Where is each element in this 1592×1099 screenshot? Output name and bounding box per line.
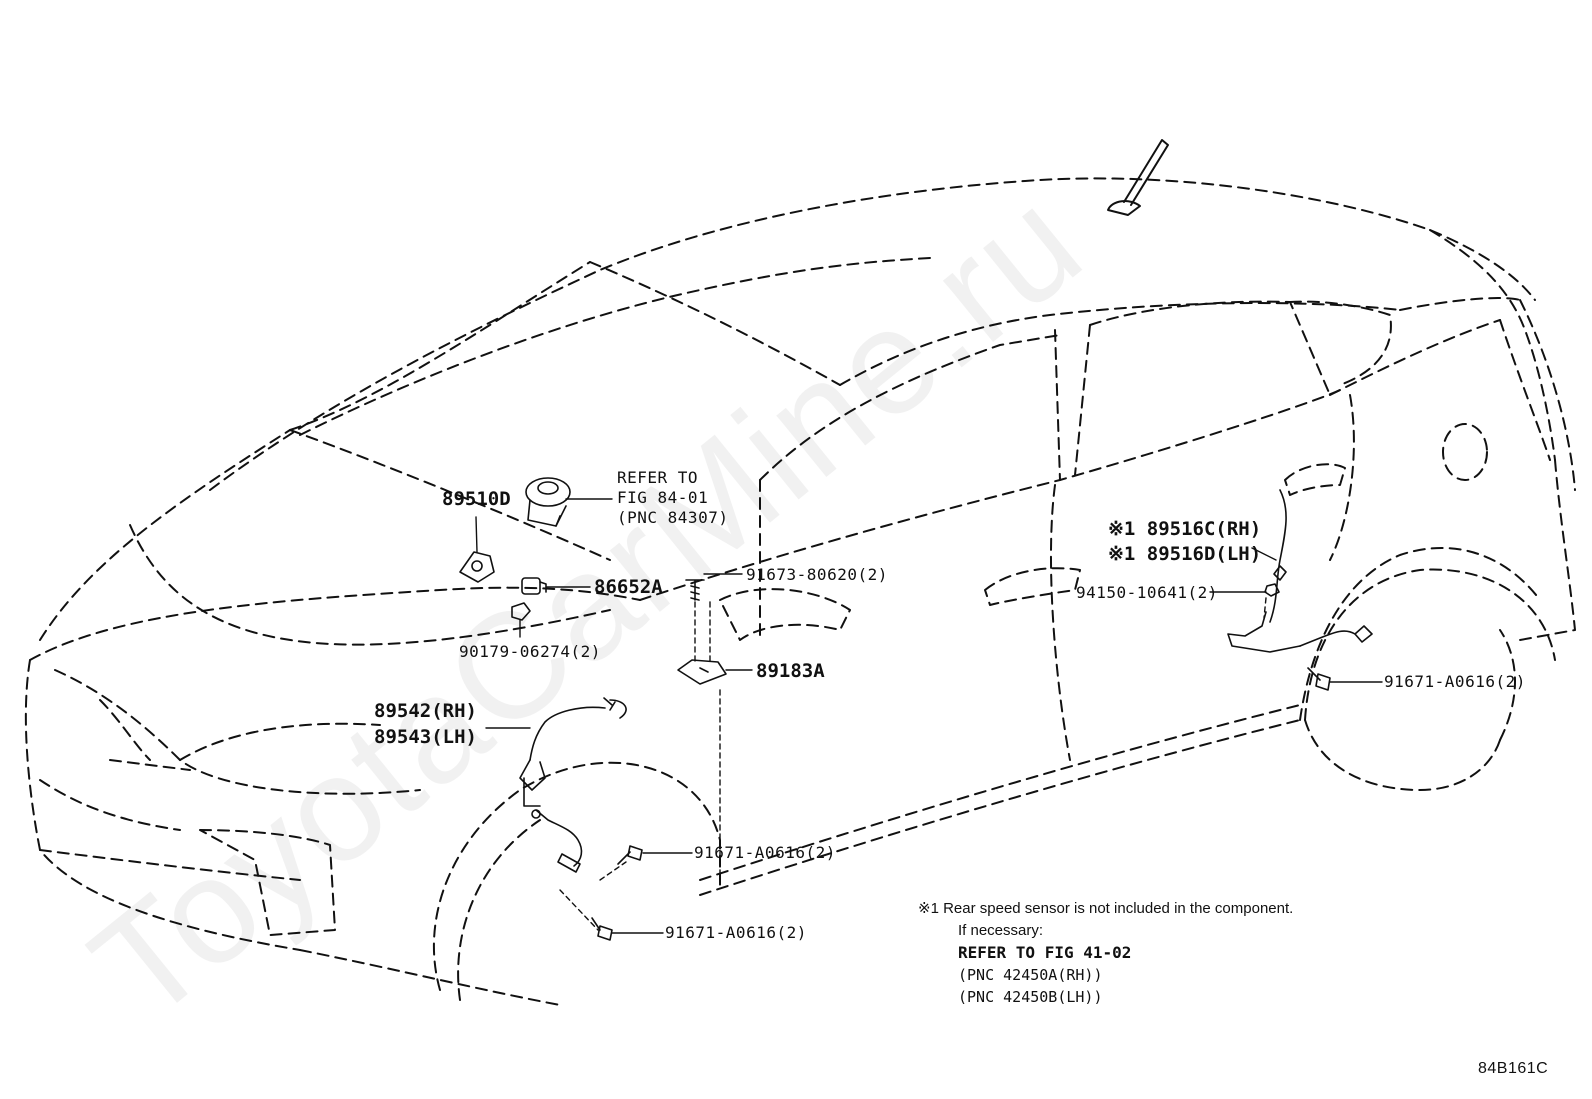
parts-line-art — [459, 477, 1373, 941]
bolt-91673 — [685, 579, 705, 601]
figure-code: 84B161C — [1478, 1060, 1549, 1077]
footnote-marker: ※1 — [918, 900, 939, 917]
footnote-line-2: If necessary: — [958, 922, 1044, 939]
label-89543-lh: 89543(LH) — [374, 726, 477, 748]
part-86652A — [521, 577, 547, 595]
refer-to-fig-84-01: REFER TO FIG 84-01 (PNC 84307) — [617, 468, 728, 528]
label-86652A: 86652A — [594, 576, 663, 598]
rear-speed-sensor-harness — [1227, 489, 1373, 653]
label-90179-06274: 90179-06274(2) — [459, 642, 601, 661]
footnote-line-4: (PNC 42450A(RH)) — [958, 966, 1103, 984]
footnote-line-3: REFER TO FIG 41-02 — [958, 943, 1132, 962]
bracket-89183A — [677, 659, 727, 685]
bolt-91671-rear — [1307, 667, 1331, 691]
footnote-text-1: Rear speed sensor is not included in the… — [943, 900, 1294, 917]
front-speed-sensor-harness — [519, 697, 627, 873]
refer-line-3: (PNC 84307) — [617, 508, 729, 527]
refer-line-1: REFER TO — [617, 468, 699, 487]
label-91671-front-lower: 91671-A0616(2) — [665, 923, 807, 942]
bolt-91671-front-upper — [617, 845, 643, 865]
label-89183A: 89183A — [756, 660, 825, 682]
footnote: ※1 Rear speed sensor is not included in … — [918, 898, 1293, 1008]
label-89516C-rh: ※1 89516C(RH) — [1108, 518, 1262, 540]
label-94150-10641: 94150-10641(2) — [1076, 583, 1218, 602]
nut-90179 — [511, 602, 531, 621]
airbag-sensor-89510D — [459, 551, 495, 583]
label-91671-front-upper: 91671-A0616(2) — [694, 843, 836, 862]
label-89510D: 89510D — [442, 488, 511, 510]
car-body-outline — [24, 177, 1576, 1006]
label-89542-rh: 89542(RH) — [374, 700, 477, 722]
bolt-91671-front-lower — [591, 917, 613, 941]
leader-lines — [475, 498, 1383, 934]
label-91673-80620: 91673-80620(2) — [746, 565, 888, 584]
label-91671-rear: 91671-A0616(2) — [1384, 672, 1526, 691]
footnote-line-1: ※1 Rear speed sensor is not included in … — [918, 898, 1293, 920]
label-89516D-lh: ※1 89516D(LH) — [1108, 543, 1262, 565]
nut-94150 — [1264, 583, 1280, 597]
footnote-line-5: (PNC 42450B(LH)) — [958, 988, 1103, 1006]
fastener-guide-lines — [559, 597, 1267, 931]
roof-antenna — [1107, 139, 1169, 216]
refer-line-2: FIG 84-01 — [617, 488, 709, 507]
spiral-cable-84307 — [525, 477, 571, 527]
